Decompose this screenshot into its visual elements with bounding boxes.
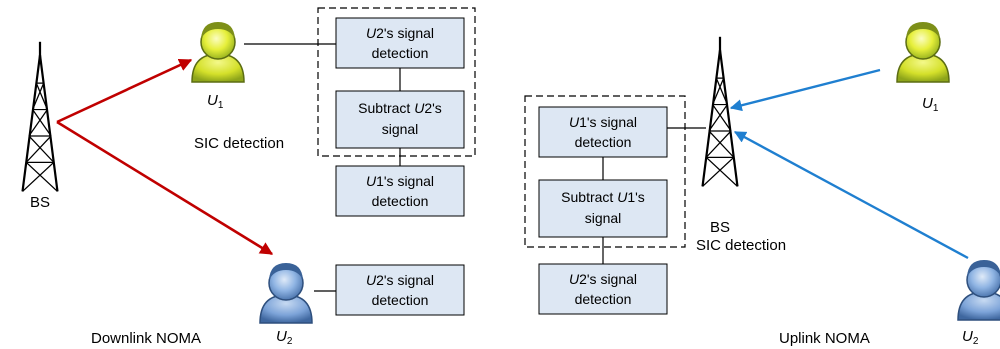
downlink-user1-icon: [191, 22, 245, 83]
downlink-arrow-to-u2: [56, 120, 274, 256]
downlink-section: BS U1 U2 SIC detection U2's signal: [21, 7, 476, 347]
downlink-bs-tower-icon: [21, 40, 59, 193]
uplink-box-subtract-u1: Subtract U1's signal: [538, 179, 668, 238]
uplink-box-u2-detection: U2's signal detection: [538, 263, 668, 315]
uplink-user1-label: U1: [922, 95, 939, 114]
downlink-sic-label: SIC detection: [194, 135, 284, 152]
svg-text:U2's signal: U2's signal: [366, 272, 434, 288]
downlink-arrow-to-u1: [56, 58, 193, 124]
downlink-user2-icon: [259, 263, 313, 324]
uplink-caption: Uplink NOMA: [779, 330, 870, 347]
svg-text:U2's signal: U2's signal: [569, 271, 637, 287]
svg-text:U1's signal: U1's signal: [569, 114, 637, 130]
uplink-section: BS U1 U2 SIC detection U1's signal d: [524, 22, 1000, 347]
downlink-sic-frame: [317, 7, 476, 157]
uplink-arrow-from-u2: [733, 130, 969, 260]
uplink-box-u1-detection: U1's signal detection: [538, 106, 668, 158]
downlink-box-u2-detection: U2's signal detection: [335, 17, 465, 69]
uplink-user2-label: U2: [962, 328, 979, 347]
uplink-arrow-from-u1: [729, 68, 881, 112]
downlink-box-subtract-u2: Subtract U2's signal: [335, 90, 465, 149]
svg-text:detection: detection: [575, 291, 632, 307]
svg-text:detection: detection: [372, 45, 429, 61]
uplink-bs-label: BS: [710, 219, 730, 236]
svg-text:signal: signal: [382, 121, 419, 137]
uplink-sic-label: SIC detection: [696, 237, 786, 254]
svg-text:detection: detection: [575, 134, 632, 150]
downlink-box-u2-detection-direct: U2's signal detection: [335, 264, 465, 316]
uplink-user1-icon: [896, 22, 950, 83]
uplink-sic-frame: [524, 95, 686, 248]
downlink-user1-label: U1: [207, 92, 224, 111]
svg-text:Subtract U2's: Subtract U2's: [358, 100, 442, 116]
downlink-user2-label: U2: [276, 328, 293, 347]
downlink-box-u1-detection: U1's signal detection: [335, 165, 465, 217]
svg-text:Subtract U1's: Subtract U1's: [561, 189, 645, 205]
downlink-caption: Downlink NOMA: [91, 330, 201, 347]
uplink-user2-icon: [957, 260, 1000, 321]
svg-text:U2's signal: U2's signal: [366, 25, 434, 41]
svg-text:detection: detection: [372, 292, 429, 308]
svg-text:signal: signal: [585, 210, 622, 226]
uplink-bs-tower-icon: [701, 35, 739, 188]
svg-text:detection: detection: [372, 193, 429, 209]
downlink-bs-label: BS: [30, 194, 50, 211]
svg-text:U1's signal: U1's signal: [366, 173, 434, 189]
